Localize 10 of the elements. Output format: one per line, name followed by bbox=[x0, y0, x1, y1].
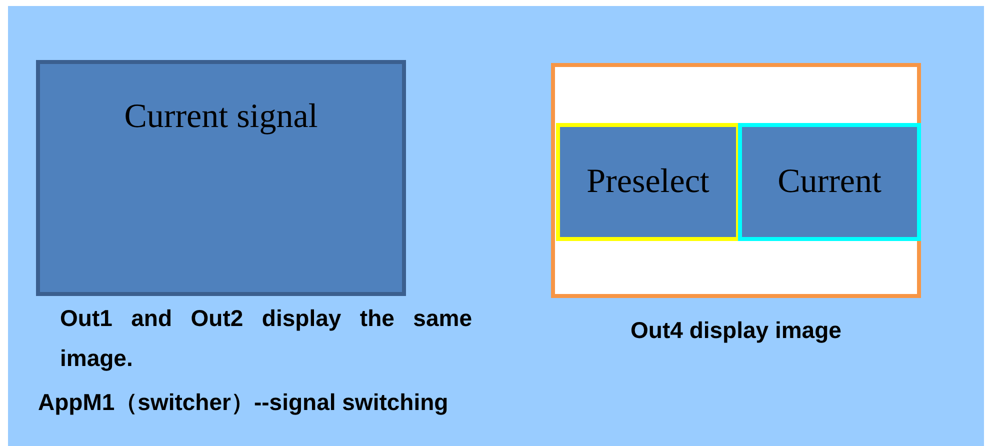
display-frame bbox=[551, 63, 921, 298]
node-label: Out4 display image bbox=[630, 316, 842, 345]
signal-box bbox=[36, 60, 406, 296]
node-label: Out1 and Out2 display the same image. bbox=[60, 304, 472, 373]
box-label: Current signal bbox=[124, 98, 318, 136]
box-label: Preselect bbox=[586, 163, 710, 201]
box-label: Current bbox=[778, 163, 882, 201]
current-box bbox=[738, 123, 921, 241]
note: AppM1（switcher）--signal switching bbox=[38, 388, 448, 417]
preselect-box bbox=[556, 123, 740, 241]
